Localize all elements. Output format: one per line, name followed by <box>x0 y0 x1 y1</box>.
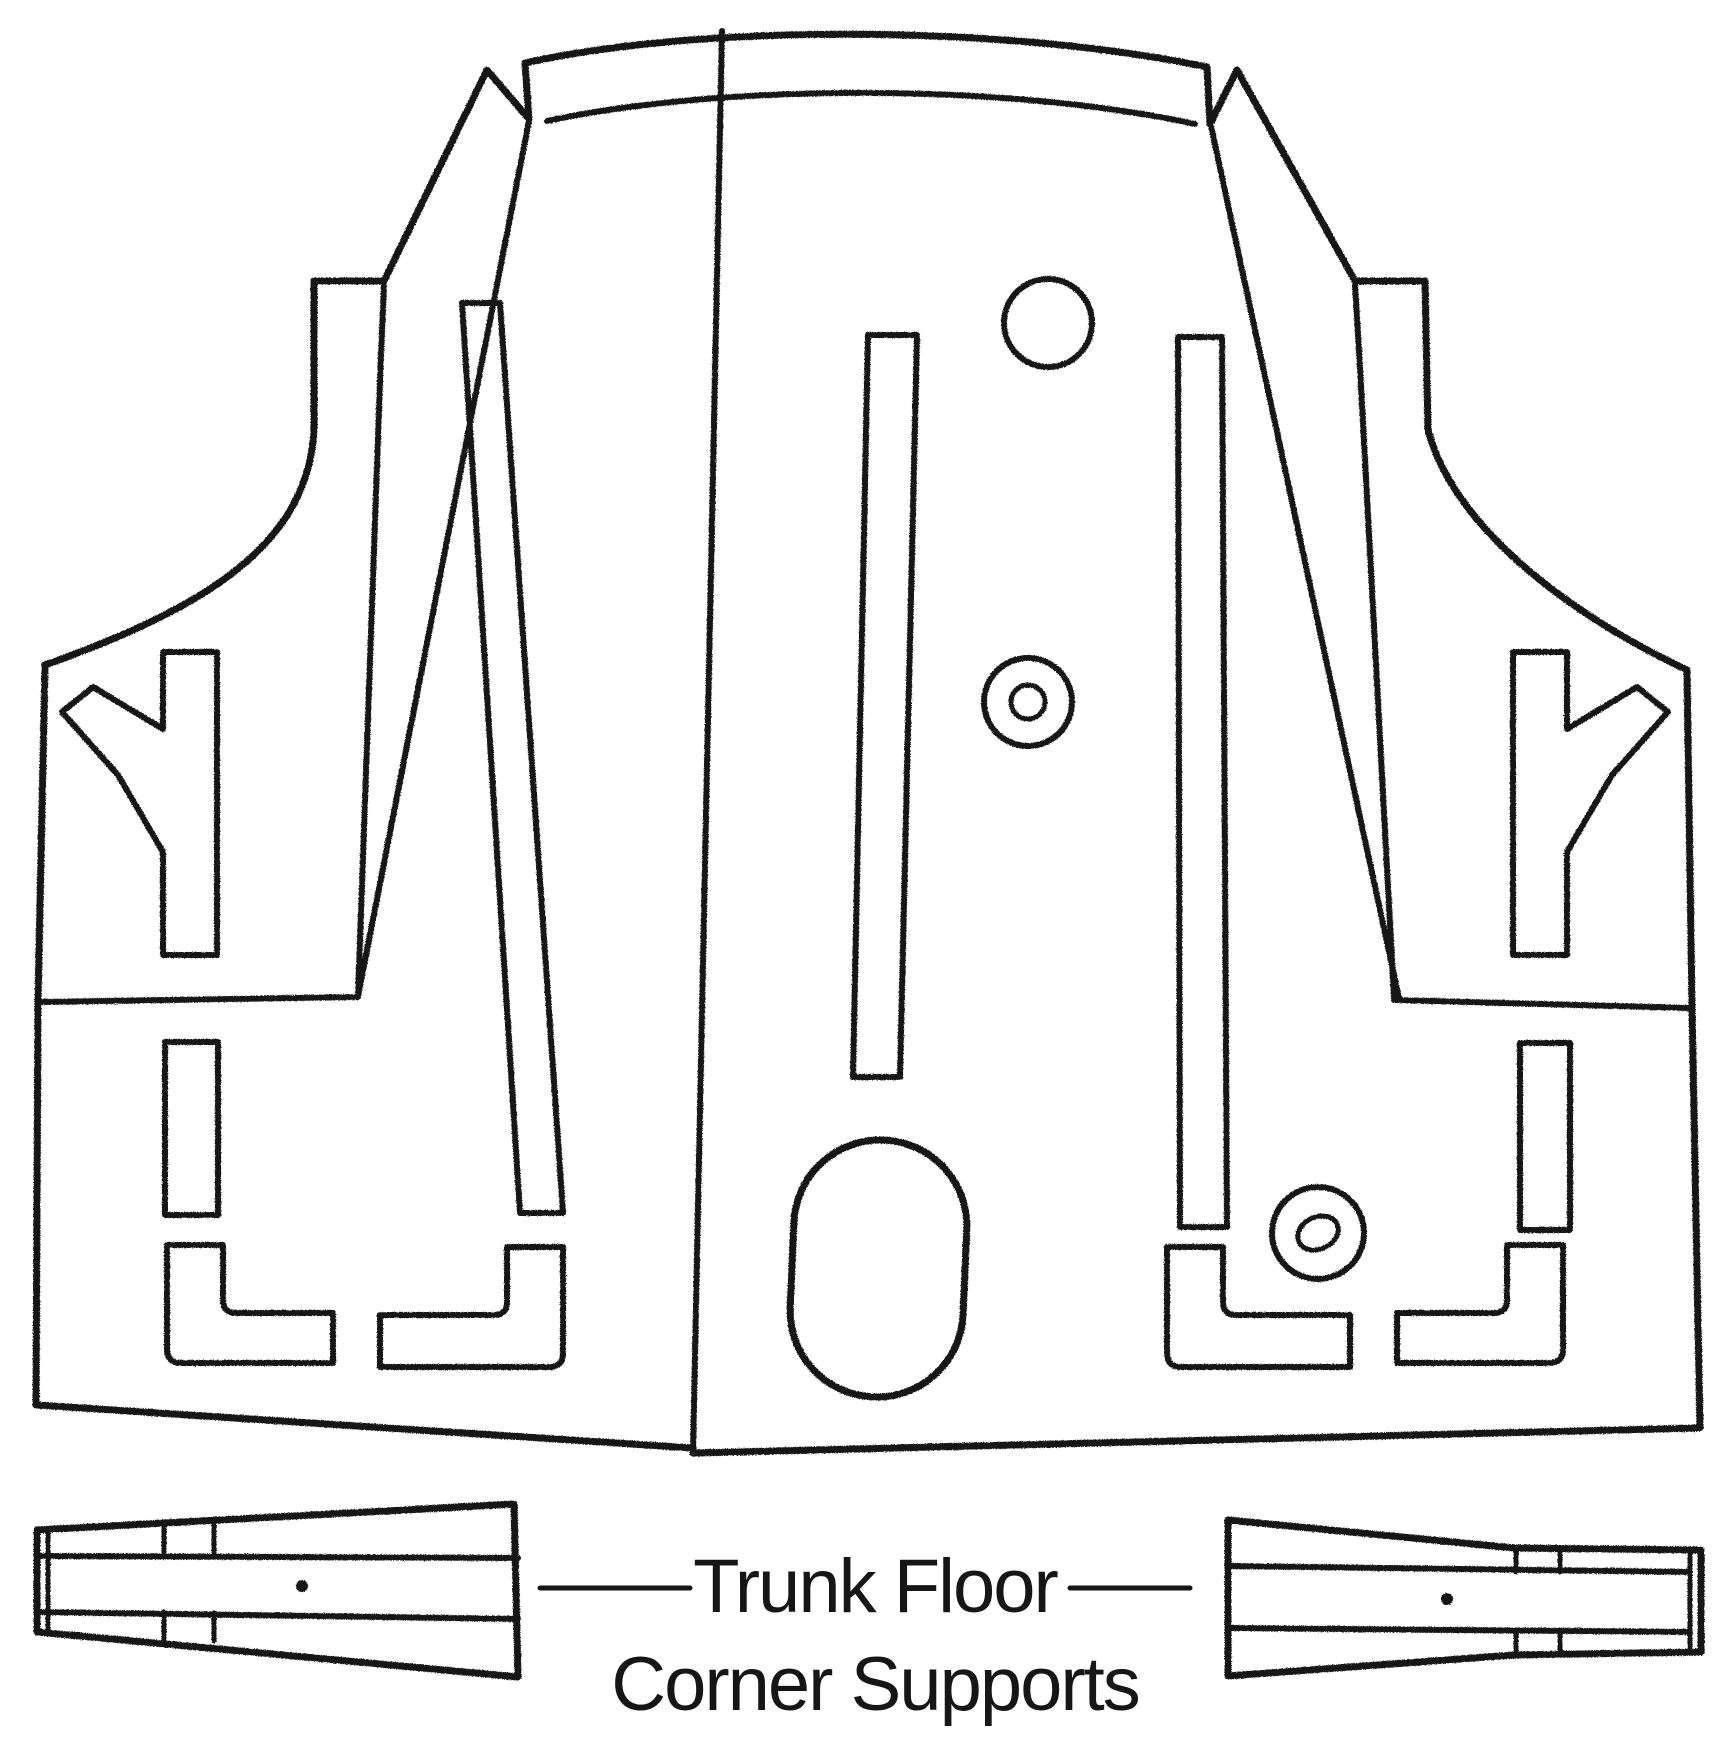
center-rail-slot <box>850 332 920 1080</box>
center-grommet <box>981 655 1075 749</box>
left-support-outline <box>33 1500 522 1681</box>
right-l-slot-outer <box>1394 1242 1566 1366</box>
trunk-floor-panel <box>32 28 1704 1457</box>
center-grommet-inner <box>1008 682 1048 722</box>
upper-drain-hole <box>1001 276 1095 370</box>
left-l-slot-inner <box>164 1242 336 1366</box>
rear-flange-band <box>544 89 1198 127</box>
corner-support-left <box>33 1500 522 1681</box>
panel-outline <box>32 30 1704 1457</box>
right-y-slot <box>1510 649 1671 958</box>
right-support-notches <box>1513 1545 1563 1659</box>
left-support-top-notch <box>161 1517 217 1560</box>
label-line-2: Corner Supports <box>611 1642 1139 1727</box>
left-support-rib-top <box>34 1553 521 1561</box>
left-support-rivet-hole <box>296 1580 308 1592</box>
left-rail-slot <box>459 300 566 1216</box>
diagram-label: Trunk Floor Corner Supports <box>537 1544 1193 1727</box>
left-wheelhouse-seam-inner <box>355 118 532 999</box>
right-support-rib-bottom <box>1225 1625 1693 1635</box>
left-support-notches <box>161 1517 217 1644</box>
left-support-bottom-notch <box>161 1609 217 1644</box>
right-support-rib-top <box>1225 1563 1693 1575</box>
right-rail-slot <box>1175 334 1230 1230</box>
obround-opening <box>786 1136 971 1401</box>
center-grommet-outer <box>981 655 1075 749</box>
label-line-1: Trunk Floor <box>693 1544 1058 1629</box>
right-support-top-notch <box>1513 1545 1563 1575</box>
center-seam-line <box>690 28 725 1456</box>
left-y-slot <box>59 649 220 958</box>
right-support-outline <box>1224 1516 1705 1680</box>
right-wheelhouse-seam-inner <box>1208 123 1402 1001</box>
left-support-rib-bottom <box>34 1609 521 1622</box>
left-wheelhouse-seam-outer <box>355 282 387 999</box>
right-wheelhouse-seam-outer <box>1352 282 1397 1001</box>
right-grommet <box>1269 1184 1367 1282</box>
right-grommet-outer <box>1269 1184 1367 1282</box>
right-support-rivet-hole <box>1441 1593 1453 1605</box>
right-l-slot-inner <box>1164 1244 1353 1370</box>
corner-support-right <box>1224 1516 1705 1680</box>
right-floor-crease <box>1391 997 1693 1011</box>
left-lower-slot <box>162 1039 221 1218</box>
right-grommet-inner <box>1295 1213 1341 1253</box>
right-support-bottom-notch <box>1513 1629 1563 1659</box>
left-l-slot-outer <box>377 1244 566 1370</box>
right-lower-slot <box>1517 1040 1573 1233</box>
left-floor-crease <box>35 994 361 1005</box>
